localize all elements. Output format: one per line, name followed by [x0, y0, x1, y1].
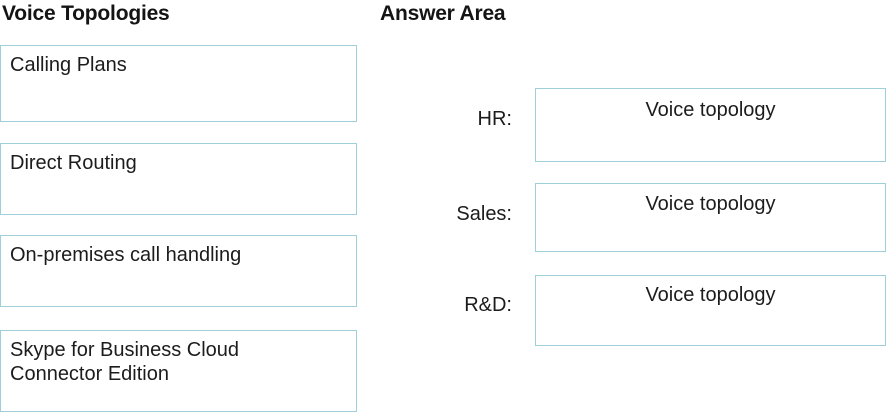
answer-row-sales: Sales: Voice topology	[380, 183, 886, 252]
answer-slot-placeholder: Voice topology	[645, 193, 776, 215]
answer-drop-target-rd[interactable]: Voice topology	[535, 275, 886, 346]
answer-row-rd: R&D: Voice topology	[380, 275, 886, 346]
answer-area-heading: Answer Area	[380, 2, 506, 25]
answer-slot-placeholder: Voice topology	[645, 284, 776, 306]
answer-row-label: R&D:	[464, 294, 512, 316]
answer-row-label: Sales:	[456, 203, 512, 225]
answer-drop-target-hr[interactable]: Voice topology	[535, 88, 886, 162]
answer-drop-target-sales[interactable]: Voice topology	[535, 183, 886, 252]
option-label: Direct Routing	[10, 152, 137, 174]
option-box-direct-routing[interactable]: Direct Routing	[0, 143, 357, 215]
answer-row-hr: HR: Voice topology	[380, 88, 886, 162]
option-label: Calling Plans	[10, 54, 127, 76]
option-label: On-premises call handling	[10, 244, 242, 266]
option-box-skype-for-business-cloud-connector-edition[interactable]: Skype for Business Cloud Connector Editi…	[0, 330, 357, 412]
voice-topologies-heading: Voice Topologies	[2, 2, 170, 25]
option-label: Skype for Business Cloud Connector Editi…	[10, 339, 240, 386]
option-box-calling-plans[interactable]: Calling Plans	[0, 45, 357, 122]
answer-row-label: HR:	[477, 108, 512, 130]
option-box-on-premises-call-handling[interactable]: On-premises call handling	[0, 235, 357, 307]
answer-slot-placeholder: Voice topology	[645, 99, 776, 121]
